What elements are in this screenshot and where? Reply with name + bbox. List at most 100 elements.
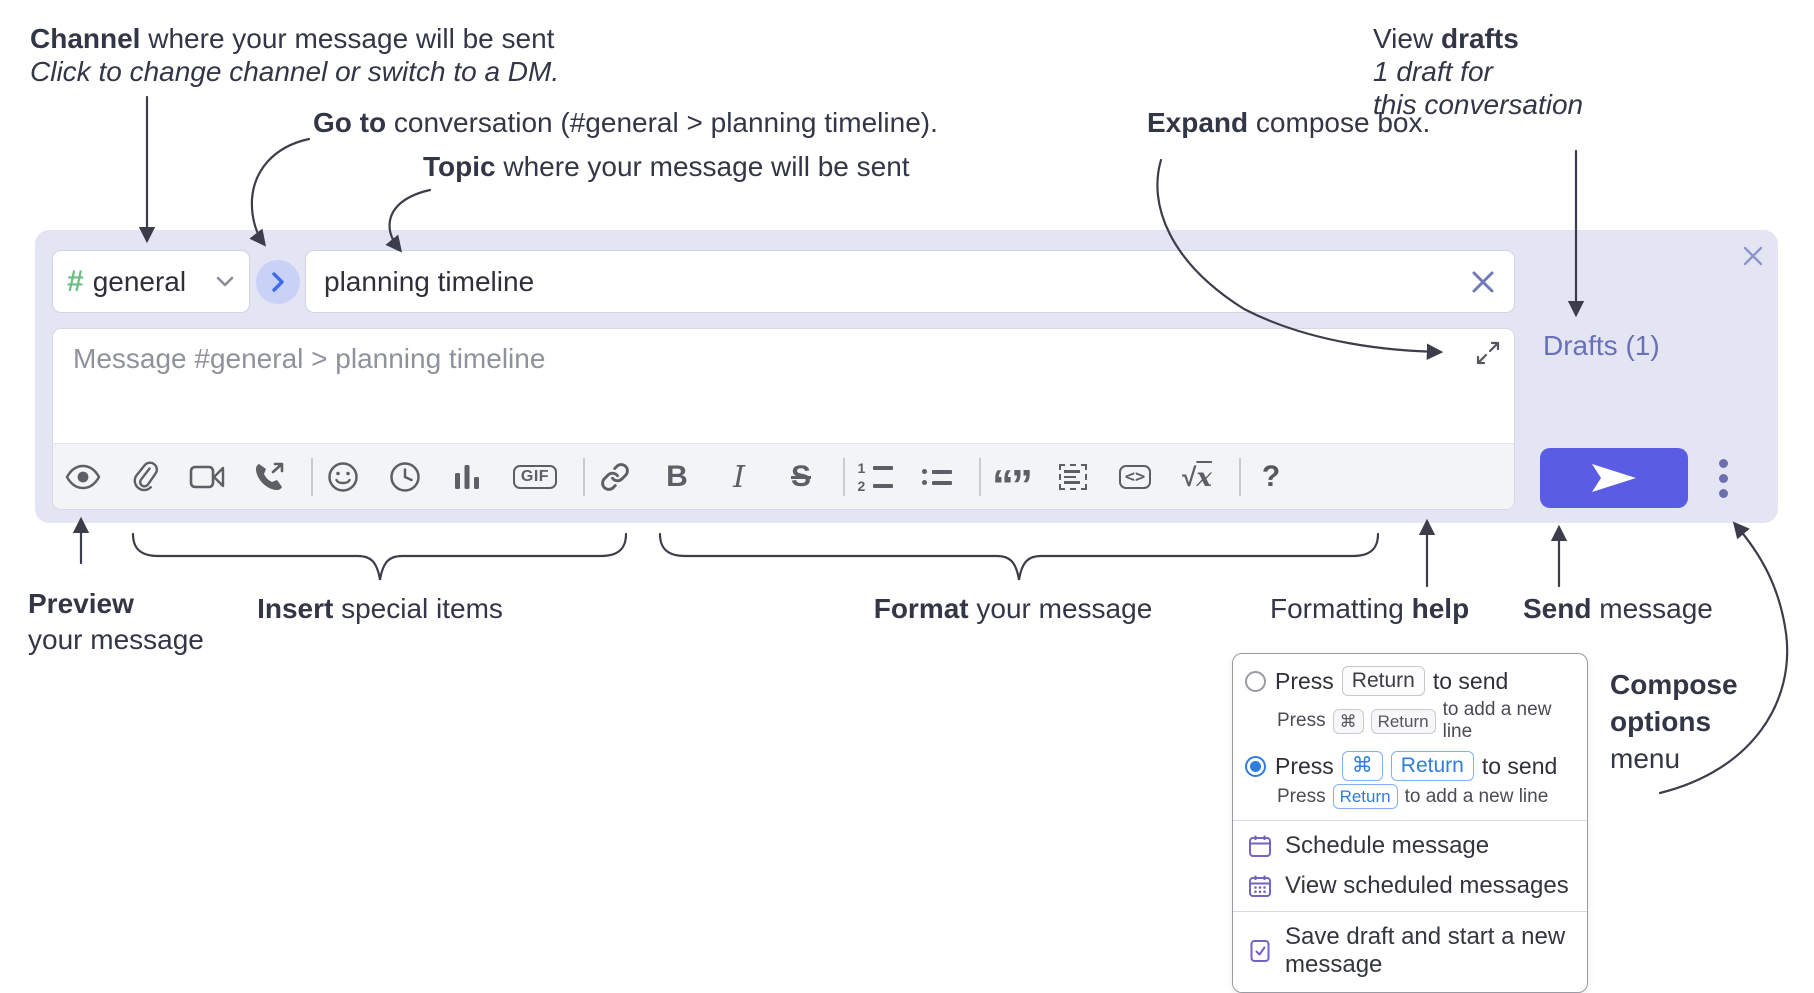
compose-options-button[interactable] xyxy=(1714,450,1732,506)
annotation-compose-options-line3: menu xyxy=(1610,743,1681,774)
annotation-channel: Channel where your message will be sent … xyxy=(30,22,559,88)
annotation-format: Format your message xyxy=(874,592,1153,625)
annotation-insert: Insert special items xyxy=(257,592,503,625)
annotation-formatting-help: Formatting help xyxy=(1270,592,1469,625)
return-key: Return xyxy=(1370,708,1436,734)
help-icon-label: ? xyxy=(1261,460,1281,493)
spoiler-icon[interactable] xyxy=(1053,455,1093,499)
option2-suffix: to send xyxy=(1481,752,1558,779)
expand-compose-icon[interactable] xyxy=(1476,341,1500,365)
audio-call-icon[interactable] xyxy=(249,455,289,499)
bold-icon-label: B xyxy=(666,460,688,493)
radio-unselected-icon[interactable] xyxy=(1245,670,1266,692)
emoji-icon[interactable] xyxy=(323,455,363,499)
option2-sub-press: Press xyxy=(1277,785,1326,807)
annotation-preview-line2: your message xyxy=(28,624,204,655)
chevron-down-icon xyxy=(216,276,234,287)
numbered-list-icon[interactable]: 1 2 xyxy=(855,455,895,499)
italic-icon-label: I xyxy=(733,459,745,495)
bulleted-list-icon[interactable] xyxy=(917,455,957,499)
annotation-expand-rest: compose box. xyxy=(1248,107,1431,138)
video-call-icon[interactable] xyxy=(187,455,227,499)
toolbar-divider xyxy=(1239,458,1241,496)
gif-icon[interactable]: GIF xyxy=(509,455,561,499)
annotation-format-bold: Format xyxy=(873,593,969,624)
annotation-goto-bold: Go to xyxy=(313,107,387,138)
channel-hash-icon: # xyxy=(67,264,84,298)
annotation-view-drafts-regular: View xyxy=(1373,23,1441,54)
annotation-formatting-help-bold: help xyxy=(1411,593,1470,624)
send-shortcut-options: Press Return to send Press ⌘ Return to a… xyxy=(1233,654,1587,820)
option1-suffix: to send xyxy=(1432,667,1509,694)
option2-sub-suffix: to add a new line xyxy=(1404,785,1549,807)
channel-selector[interactable]: # general xyxy=(52,250,250,313)
numbered-list-1: 1 xyxy=(857,460,866,476)
annotation-send-bold: Send xyxy=(1523,593,1592,624)
quote-icon[interactable]: “” xyxy=(991,455,1033,508)
send-plane-icon xyxy=(1592,464,1636,492)
annotation-topic-rest: where your message will be sent xyxy=(495,151,910,182)
numbered-list-2: 2 xyxy=(857,478,866,494)
option1-sub-press: Press xyxy=(1277,710,1326,731)
return-key-blue: Return xyxy=(1390,751,1474,781)
bold-icon[interactable]: B xyxy=(657,455,697,499)
annotation-preview-bold: Preview xyxy=(28,588,134,619)
toolbar-divider xyxy=(583,458,585,496)
topic-value: planning timeline xyxy=(324,265,535,297)
channel-name: general xyxy=(92,265,187,297)
option2-press: Press xyxy=(1275,752,1334,779)
menu-item-save-draft-label: Save draft and start a new message xyxy=(1285,923,1566,978)
annotation-insert-bold: Insert xyxy=(257,593,334,624)
calendar-days-icon xyxy=(1249,875,1271,897)
annotation-view-drafts-line3: this conversation xyxy=(1373,89,1584,120)
send-button[interactable] xyxy=(1540,448,1688,508)
menu-item-save-draft[interactable]: Save draft and start a new message xyxy=(1233,917,1587,985)
annotation-send-rest: message xyxy=(1591,593,1713,624)
math-x-glyph: x xyxy=(1196,462,1212,493)
compose-options-menu: Press Return to send Press ⌘ Return to a… xyxy=(1232,653,1588,993)
return-key-blue-small: Return xyxy=(1332,784,1398,809)
go-to-conversation-button[interactable] xyxy=(256,260,300,304)
attach-file-icon[interactable] xyxy=(125,455,165,499)
topic-input[interactable]: planning timeline xyxy=(305,250,1515,313)
insert-brace xyxy=(131,532,628,581)
strikethrough-icon[interactable]: S xyxy=(781,455,821,499)
clear-topic-icon[interactable] xyxy=(1470,269,1496,295)
annotation-view-drafts-line2: 1 draft for xyxy=(1373,56,1493,87)
option-return-to-send[interactable]: Press Return to send xyxy=(1245,666,1575,696)
option1-subtext: Press ⌘ Return to add a new line xyxy=(1277,699,1575,743)
preview-icon[interactable] xyxy=(63,455,103,499)
radio-selected-icon[interactable] xyxy=(1245,755,1266,777)
italic-icon[interactable]: I xyxy=(719,455,759,499)
goto-connector-line xyxy=(249,137,311,247)
annotation-channel-line2: Click to change channel or switch to a D… xyxy=(30,56,560,87)
annotation-view-drafts-bold: drafts xyxy=(1440,23,1519,54)
annotation-formatting-help-regular: Formatting xyxy=(1270,593,1412,624)
menu-item-schedule-message[interactable]: Schedule message xyxy=(1233,826,1587,866)
option1-press: Press xyxy=(1275,667,1334,694)
compose-toolbar: GIF B I S 1 2 xyxy=(53,443,1514,509)
drafts-link[interactable]: Drafts (1) xyxy=(1543,330,1660,361)
close-compose-icon[interactable] xyxy=(1741,244,1765,268)
annotation-expand-bold: Expand xyxy=(1147,107,1249,138)
menu-divider xyxy=(1233,820,1587,821)
menu-item-view-scheduled-label: View scheduled messages xyxy=(1285,872,1569,899)
option-cmd-return-to-send[interactable]: Press ⌘ Return to send xyxy=(1245,751,1575,781)
link-icon[interactable] xyxy=(595,455,635,499)
toolbar-divider xyxy=(979,458,981,496)
format-brace xyxy=(658,532,1380,581)
message-textarea[interactable]: Message #general > planning timeline xyxy=(53,329,1514,443)
annotation-compose-options-line1: Compose xyxy=(1610,669,1738,700)
option2-subtext: Press Return to add a new line xyxy=(1277,784,1575,809)
code-icon-label: <> xyxy=(1118,465,1152,489)
math-icon[interactable]: √x xyxy=(1177,455,1217,499)
code-icon[interactable]: <> xyxy=(1115,455,1155,499)
menu-item-view-scheduled[interactable]: View scheduled messages xyxy=(1233,866,1587,906)
annotation-view-drafts: View drafts 1 draft for this conversatio… xyxy=(1373,22,1583,121)
strikethrough-icon-label: S xyxy=(790,460,811,493)
formatting-help-icon[interactable]: ? xyxy=(1251,455,1291,499)
annotation-topic: Topic where your message will be sent xyxy=(423,150,910,183)
time-icon[interactable] xyxy=(385,455,425,499)
poll-icon[interactable] xyxy=(447,455,487,499)
math-root-glyph: √ xyxy=(1182,461,1197,492)
